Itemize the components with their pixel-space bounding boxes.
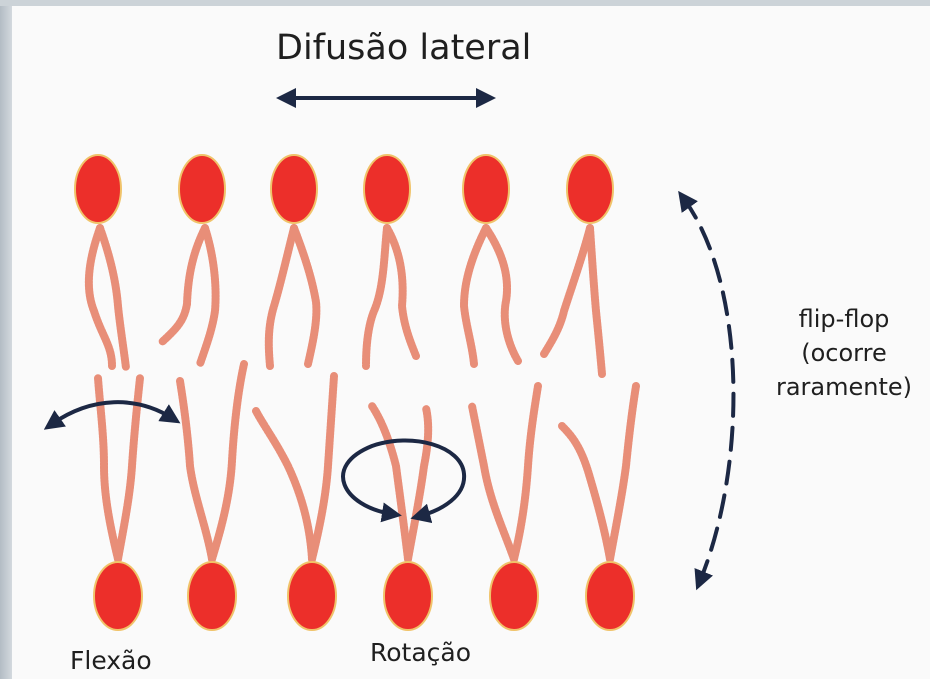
upper-tail	[200, 228, 216, 364]
lower-polar-head	[94, 562, 142, 630]
lower-tail	[212, 364, 244, 559]
lower-polar-head	[384, 562, 432, 630]
lower-polar-head	[586, 562, 634, 630]
flip-flop-label-line: flip-flop	[764, 302, 924, 336]
flexion-arrow	[52, 402, 172, 424]
lower-tail	[408, 408, 428, 559]
lower-tail	[256, 411, 312, 559]
lower-polar-head	[188, 562, 236, 630]
upper-tail	[486, 228, 518, 361]
lower-tail	[514, 386, 538, 559]
lower-tail	[562, 426, 610, 559]
upper-polar-head	[364, 155, 410, 223]
lower-tail	[472, 406, 514, 559]
upper-tail	[366, 228, 387, 366]
diagram-title: Difusão lateral	[276, 28, 531, 68]
rotation-label: Rotação	[370, 638, 471, 667]
upper-tail	[544, 228, 590, 354]
upper-polar-head	[567, 155, 613, 223]
lower-tail	[180, 381, 212, 559]
upper-tail	[590, 228, 602, 374]
upper-tail	[269, 228, 294, 366]
flip-flop-label-line: (ocorre	[764, 336, 924, 370]
upper-polar-head	[179, 155, 225, 223]
polar-heads	[75, 155, 634, 630]
left-frame-edge	[0, 0, 12, 679]
upper-polar-head	[75, 155, 121, 223]
upper-polar-head	[271, 155, 317, 223]
fatty-acid-tails	[89, 228, 636, 559]
upper-tail	[100, 228, 126, 368]
flip-flop-label-line: raramente)	[764, 370, 924, 404]
lower-tail	[610, 386, 636, 559]
flip-flop-label: flip-flop (ocorre raramente)	[764, 302, 924, 404]
upper-tail	[387, 228, 416, 356]
flip-flop-arrow	[684, 199, 733, 581]
flexion-label: Flexão	[70, 646, 152, 675]
upper-tail	[162, 228, 205, 342]
upper-tail	[464, 228, 486, 364]
lower-tail	[372, 406, 408, 559]
diagram-canvas: Difusão lateral flip-flop (ocorre rarame…	[12, 6, 930, 679]
lower-polar-head	[490, 562, 538, 630]
lower-tail	[312, 376, 334, 559]
lower-polar-head	[288, 562, 336, 630]
upper-polar-head	[463, 155, 509, 223]
upper-tail	[294, 228, 316, 364]
